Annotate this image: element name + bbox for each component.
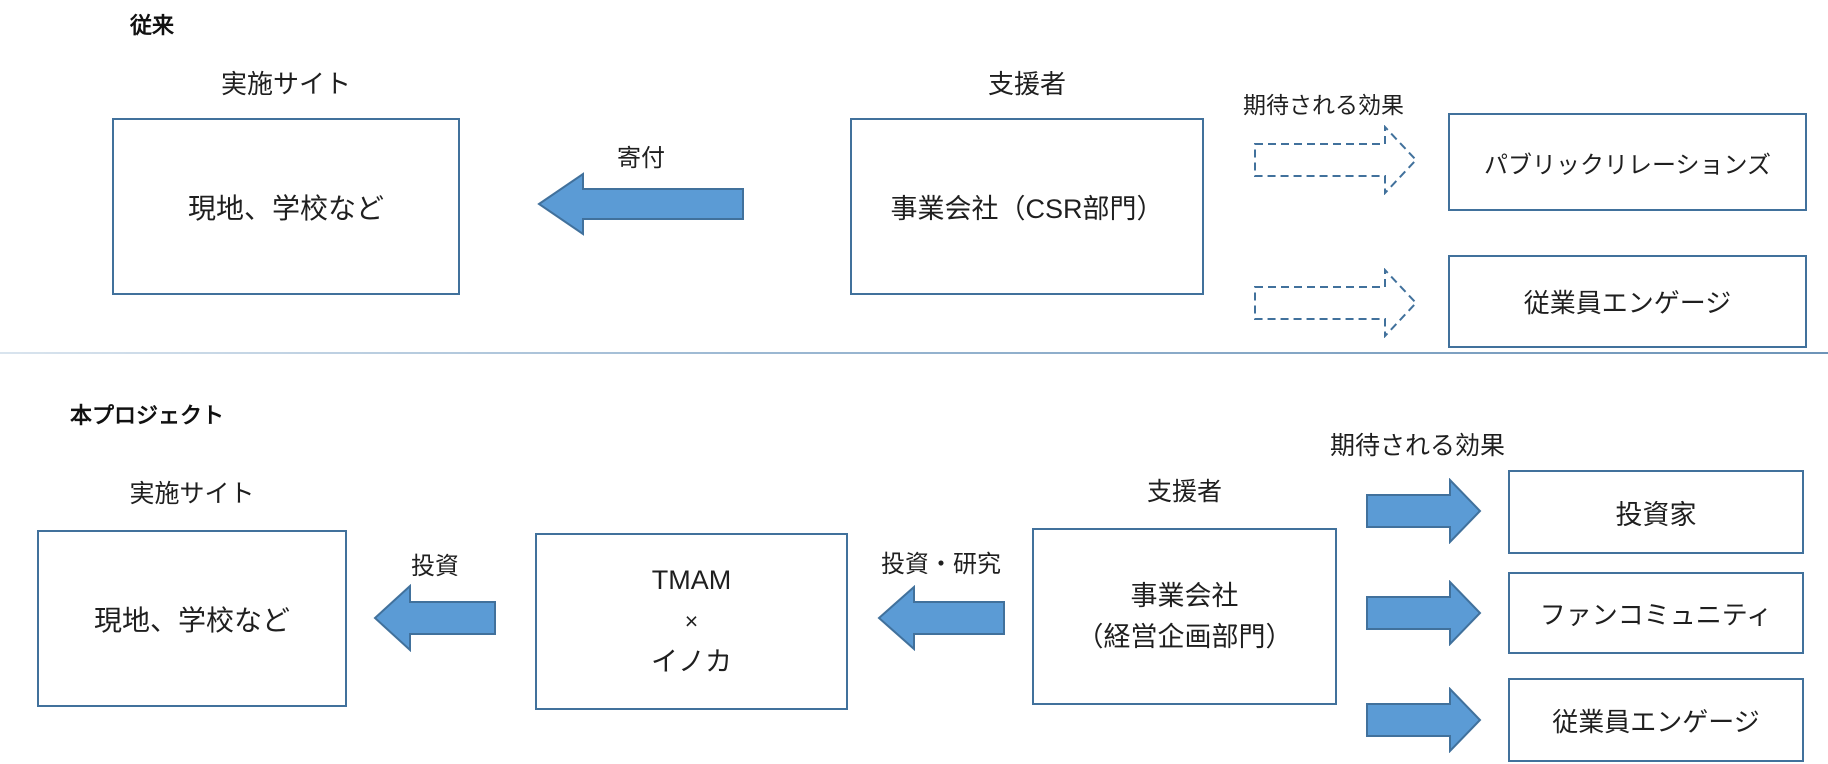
- conventional-section-title: 従来: [130, 13, 175, 38]
- invest-arrow-label: 投資: [411, 553, 459, 580]
- donation-arrow-label: 寄付: [617, 145, 665, 172]
- invest-research-left-arrow-icon: [877, 585, 1005, 651]
- project-supporter-box-line1: 事業会社: [1130, 580, 1239, 611]
- project-section-title: 本プロジェクト: [70, 403, 225, 428]
- dashed-right-arrow-icon-1: [1254, 125, 1418, 195]
- section-divider-line: [0, 352, 1828, 354]
- solid-right-arrow-icon-2: [1366, 580, 1482, 646]
- project-effect-box-fancommunity-text: ファンコミュニティ: [1539, 599, 1773, 630]
- middle-box-line-times: ×: [684, 608, 699, 634]
- project-supporter-label: 支援者: [1146, 478, 1222, 506]
- invest-left-arrow-icon: [373, 584, 496, 652]
- project-middle-box-tmam-inoka: TMAM × イノカ: [535, 533, 848, 710]
- project-site-label: 実施サイト: [129, 480, 255, 508]
- project-effects-label: 期待される効果: [1330, 432, 1506, 460]
- project-effect-box-fancommunity: ファンコミュニティ: [1508, 572, 1804, 654]
- middle-box-line-inoka: イノカ: [651, 647, 732, 677]
- solid-right-arrow-icon-3: [1366, 687, 1482, 753]
- conventional-supporter-label: 支援者: [987, 69, 1066, 99]
- conventional-effect-box-engage: 従業員エンゲージ: [1448, 255, 1807, 348]
- solid-right-arrow-icon-1: [1366, 478, 1482, 544]
- conventional-site-box-text: 現地、学校など: [187, 192, 384, 224]
- conventional-site-label: 実施サイト: [220, 69, 351, 99]
- conventional-effects-label: 期待される効果: [1243, 92, 1404, 118]
- project-site-box: 現地、学校など: [37, 530, 347, 707]
- conventional-effect-box-pr: パブリックリレーションズ: [1448, 113, 1807, 211]
- conventional-effect-box-engage-text: 従業員エンゲージ: [1523, 288, 1732, 318]
- project-supporter-box-line2: （経営企画部門）: [1076, 621, 1293, 652]
- invest-research-arrow-label: 投資・研究: [881, 551, 1001, 578]
- conventional-site-box: 現地、学校など: [112, 118, 460, 295]
- conventional-supporter-box-text: 事業会社（CSR部門）: [890, 194, 1164, 224]
- dashed-right-arrow-icon-2: [1254, 268, 1418, 338]
- middle-box-line-tmam: TMAM: [651, 565, 732, 595]
- project-supporter-box: 事業会社 （経営企画部門）: [1032, 528, 1337, 705]
- project-effect-box-investor: 投資家: [1508, 470, 1804, 554]
- project-effect-box-investor-text: 投資家: [1615, 499, 1697, 530]
- donation-left-arrow-icon: [537, 172, 744, 236]
- project-site-box-text: 現地、学校など: [93, 604, 290, 636]
- conventional-effect-box-pr-text: パブリックリレーションズ: [1483, 151, 1772, 179]
- conventional-supporter-box: 事業会社（CSR部門）: [850, 118, 1204, 295]
- project-effect-box-engage-text: 従業員エンゲージ: [1552, 706, 1760, 737]
- project-effect-box-engage: 従業員エンゲージ: [1508, 678, 1804, 762]
